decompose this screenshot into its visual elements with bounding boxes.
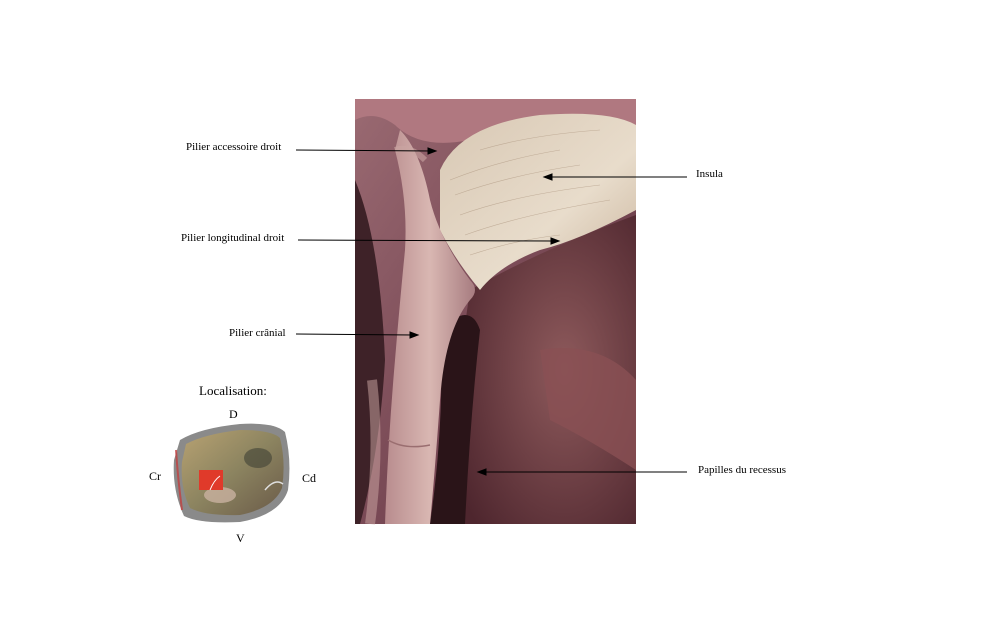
direction-dorsal: D	[229, 407, 238, 421]
direction-caudal: Cd	[302, 471, 317, 485]
label-pilier-accessoire-droit: Pilier accessoire droit	[186, 141, 282, 153]
direction-cranial: Cr	[149, 469, 161, 483]
label-pilier-cranial: Pilier crânial	[229, 327, 286, 339]
location-marker	[199, 470, 223, 490]
anatomy-photo	[355, 99, 636, 525]
leader-lines	[295, 147, 687, 476]
direction-ventral: V	[236, 531, 245, 545]
localisation-title: Localisation:	[199, 383, 267, 398]
label-insula: Insula	[696, 168, 723, 180]
label-papilles-du-recessus: Papilles du recessus	[698, 464, 786, 476]
label-pilier-longitudinal-droit: Pilier longitudinal droit	[181, 232, 285, 244]
localisation-thumbnail	[173, 423, 290, 523]
